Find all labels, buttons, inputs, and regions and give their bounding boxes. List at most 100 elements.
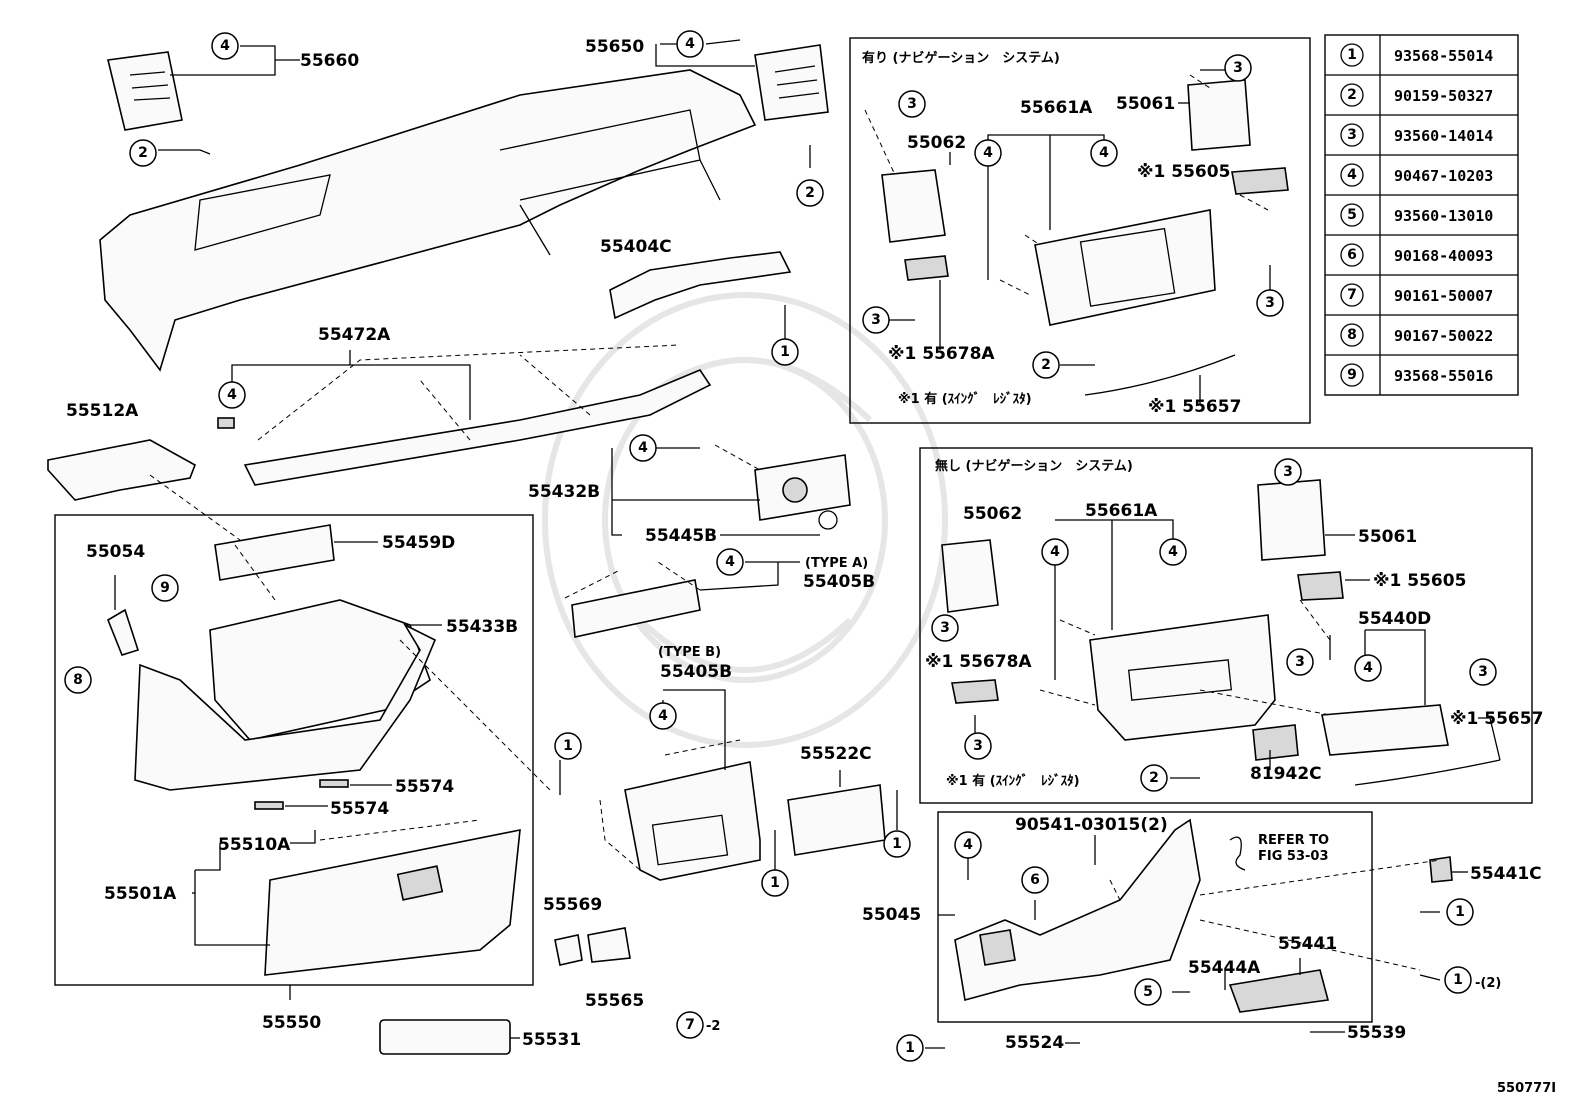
label-55512a[interactable]: 55512A — [66, 401, 139, 421]
callout-1[interactable]: 1 — [771, 338, 799, 366]
label-55550[interactable]: 55550 — [262, 1013, 321, 1033]
label-55062-mid[interactable]: 55062 — [963, 504, 1022, 524]
table-part-number[interactable]: 90161-50007 — [1394, 287, 1493, 305]
callout-2[interactable]: 2 — [796, 179, 824, 207]
glove-box-area — [47, 439, 631, 1055]
label-55650[interactable]: 55650 — [585, 37, 644, 57]
label-55660[interactable]: 55660 — [300, 51, 359, 71]
label-55510a[interactable]: 55510A — [218, 835, 291, 855]
callout-1[interactable]: 1 — [761, 869, 789, 897]
label-55531[interactable]: 55531 — [522, 1030, 581, 1050]
callout-3[interactable]: 3 — [1256, 289, 1284, 317]
callout-2[interactable]: 2 — [129, 139, 157, 167]
callout-4[interactable]: 4 — [1041, 538, 1069, 566]
cluster-55405b-a-illustration — [571, 579, 701, 638]
callout-4[interactable]: 4 — [974, 139, 1002, 167]
callout-3[interactable]: 3 — [862, 306, 890, 334]
table-part-number[interactable]: 93560-14014 — [1394, 127, 1493, 145]
label-55061-top[interactable]: 55061 — [1116, 94, 1175, 114]
label-55459d[interactable]: 55459D — [382, 533, 455, 553]
label-55061-mid[interactable]: 55061 — [1358, 527, 1417, 547]
table-part-number[interactable]: 90167-50022 — [1394, 327, 1493, 345]
label-55433b[interactable]: 55433B — [446, 617, 518, 637]
callout-4[interactable]: 4 — [649, 702, 677, 730]
callout-1[interactable]: 1 — [1444, 966, 1472, 994]
callout-4[interactable]: 4 — [1354, 654, 1382, 682]
diagram-id: 550777I — [1497, 1081, 1556, 1096]
label-55678a-top[interactable]: ※1 55678A — [888, 344, 995, 364]
label-55657-top[interactable]: ※1 55657 — [1148, 397, 1241, 417]
label-55432b[interactable]: 55432B — [528, 482, 600, 502]
callout-1[interactable]: 1 — [554, 732, 582, 760]
callout-4[interactable]: 4 — [1090, 139, 1118, 167]
callout-8[interactable]: 8 — [64, 666, 92, 694]
label-90541[interactable]: 90541-03015(2) — [1015, 815, 1168, 835]
callout-1[interactable]: 1 — [1446, 898, 1474, 926]
label-55405b-b[interactable]: 55405B — [660, 662, 732, 682]
label-55522c[interactable]: 55522C — [800, 744, 872, 764]
note-mid: ※1 有 (ｽｲﾝｸﾞ ﾚｼﾞｽﾀ) — [946, 773, 1080, 789]
label-55445b[interactable]: 55445B — [645, 526, 717, 546]
callout-number: 3 — [940, 620, 950, 636]
callout-5[interactable]: 5 — [1134, 978, 1162, 1006]
callout-3[interactable]: 3 — [898, 90, 926, 118]
label-81942c[interactable]: 81942C — [1250, 764, 1322, 784]
label-55524[interactable]: 55524 — [1005, 1033, 1064, 1053]
label-55501a[interactable]: 55501A — [104, 884, 177, 904]
vent-55062-top-illustration — [881, 169, 946, 243]
label-55441c[interactable]: 55441C — [1470, 864, 1542, 884]
callout-3[interactable]: 3 — [1274, 458, 1302, 486]
table-part-number[interactable]: 90168-40093 — [1394, 247, 1493, 265]
table-part-number[interactable]: 93560-13010 — [1394, 207, 1493, 225]
label-55574-b[interactable]: 55574 — [330, 799, 389, 819]
label-55678a-mid[interactable]: ※1 55678A — [925, 652, 1032, 672]
callout-4[interactable]: 4 — [211, 32, 239, 60]
callout-4[interactable]: 4 — [218, 381, 246, 409]
label-55472a[interactable]: 55472A — [318, 325, 391, 345]
callout-4[interactable]: 4 — [1159, 538, 1187, 566]
label-55045[interactable]: 55045 — [862, 905, 921, 925]
label-55441[interactable]: 55441 — [1278, 934, 1337, 954]
label-55062-top[interactable]: 55062 — [907, 133, 966, 153]
table-part-number[interactable]: 93568-55016 — [1394, 367, 1493, 385]
label-55574-a[interactable]: 55574 — [395, 777, 454, 797]
label-55605-top[interactable]: ※1 55605 — [1137, 162, 1230, 182]
label-55661a-top[interactable]: 55661A — [1020, 98, 1093, 118]
label-55565[interactable]: 55565 — [585, 991, 644, 1011]
label-55404c[interactable]: 55404C — [600, 237, 672, 257]
callout-1[interactable]: 1 — [883, 830, 911, 858]
label-55569[interactable]: 55569 — [543, 895, 602, 915]
callout-9[interactable]: 9 — [151, 574, 179, 602]
callout-3[interactable]: 3 — [1286, 648, 1314, 676]
label-55440d[interactable]: 55440D — [1358, 609, 1431, 629]
callout-4[interactable]: 4 — [676, 30, 704, 58]
callout-6[interactable]: 6 — [1021, 866, 1049, 894]
callout-4[interactable]: 4 — [629, 434, 657, 462]
label-55605-mid[interactable]: ※1 55605 — [1373, 571, 1466, 591]
table-part-number[interactable]: 93568-55014 — [1394, 47, 1493, 65]
vent-55650-illustration — [754, 44, 829, 121]
callout-4[interactable]: 4 — [954, 831, 982, 859]
label-55539[interactable]: 55539 — [1347, 1023, 1406, 1043]
callout-number: 4 — [1363, 660, 1373, 676]
callout-3[interactable]: 3 — [1224, 54, 1252, 82]
label-55054[interactable]: 55054 — [86, 542, 145, 562]
label-55444a[interactable]: 55444A — [1188, 958, 1261, 978]
callout-2[interactable]: 2 — [1140, 764, 1168, 792]
callout-1[interactable]: 1 — [896, 1034, 924, 1062]
vent-55061-top-illustration — [1187, 79, 1251, 151]
table-part-number[interactable]: 90159-50327 — [1394, 87, 1493, 105]
glove-box-frame — [54, 514, 534, 986]
callout-number: 4 — [685, 36, 695, 52]
callout-3[interactable]: 3 — [931, 614, 959, 642]
callout-3[interactable]: 3 — [1469, 658, 1497, 686]
table-part-number[interactable]: 90467-10203 — [1394, 167, 1493, 185]
label-55661a-mid[interactable]: 55661A — [1085, 501, 1158, 521]
callout-4[interactable]: 4 — [716, 548, 744, 576]
label-55405b-a[interactable]: 55405B — [803, 572, 875, 592]
callout-2[interactable]: 2 — [1032, 351, 1060, 379]
label-55657-mid[interactable]: ※1 55657 — [1450, 709, 1543, 729]
callout-3[interactable]: 3 — [964, 732, 992, 760]
callout-7[interactable]: 7 — [676, 1011, 704, 1039]
